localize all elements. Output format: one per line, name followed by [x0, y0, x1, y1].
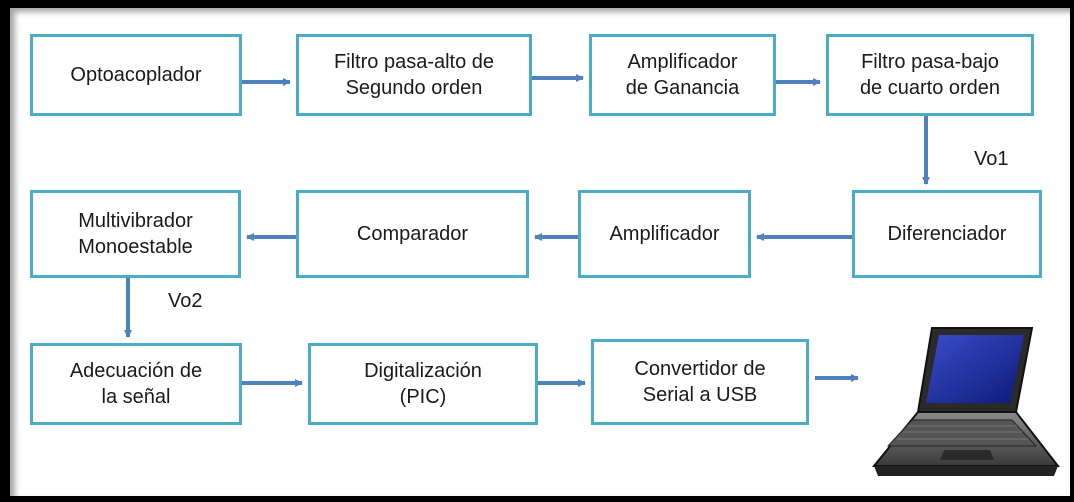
block-diferenciador-label: Diferenciador: [887, 223, 1007, 245]
block-convertidor-line2: Serial a USB: [642, 384, 758, 406]
label-vo1: Vo1: [974, 148, 1009, 170]
block-digitalizacion: Digitalización (PIC): [308, 343, 538, 425]
block-comparador: Comparador: [296, 190, 529, 278]
block-multivibrador: Multivibrador Monoestable: [30, 190, 241, 278]
block-amplificador: Amplificador: [578, 190, 751, 278]
block-amplificador-ganancia-line2: de Ganancia: [625, 77, 740, 99]
block-digitalizacion-line1: Digitalización: [364, 360, 482, 382]
block-adecuacion-line1: Adecuación de: [69, 360, 203, 382]
block-convertidor-line1: Convertidor de: [634, 358, 766, 380]
block-multivibrador-line2: Monoestable: [78, 236, 193, 258]
block-amplificador-label: Amplificador: [609, 223, 720, 245]
block-diferenciador: Diferenciador: [852, 190, 1042, 278]
block-filtro-pasa-bajo-line1: Filtro pasa-bajo: [861, 51, 999, 73]
block-optoacoplador-label: Optoacoplador: [70, 64, 202, 86]
block-digitalizacion-line2: (PIC): [399, 386, 447, 408]
block-filtro-pasa-bajo-line2: de cuarto orden: [859, 77, 1001, 99]
block-filtro-pasa-bajo: Filtro pasa-bajo de cuarto orden: [826, 34, 1034, 116]
block-convertidor: Convertidor de Serial a USB: [591, 339, 809, 425]
block-optoacoplador: Optoacoplador: [30, 34, 242, 116]
block-adecuacion-line2: la señal: [101, 386, 171, 408]
block-comparador-label: Comparador: [356, 223, 469, 245]
label-vo2: Vo2: [168, 290, 203, 312]
laptop-icon: [871, 327, 1061, 476]
block-multivibrador-line1: Multivibrador: [78, 210, 193, 232]
block-adecuacion: Adecuación de la señal: [30, 343, 242, 425]
block-filtro-pasa-alto: Filtro pasa-alto de Segundo orden: [296, 34, 532, 116]
block-amplificador-ganancia-line1: Amplificador: [627, 51, 738, 73]
block-filtro-pasa-alto-line2: Segundo orden: [345, 77, 483, 99]
block-amplificador-ganancia: Amplificador de Ganancia: [589, 34, 776, 116]
block-filtro-pasa-alto-line1: Filtro pasa-alto de: [333, 51, 495, 73]
